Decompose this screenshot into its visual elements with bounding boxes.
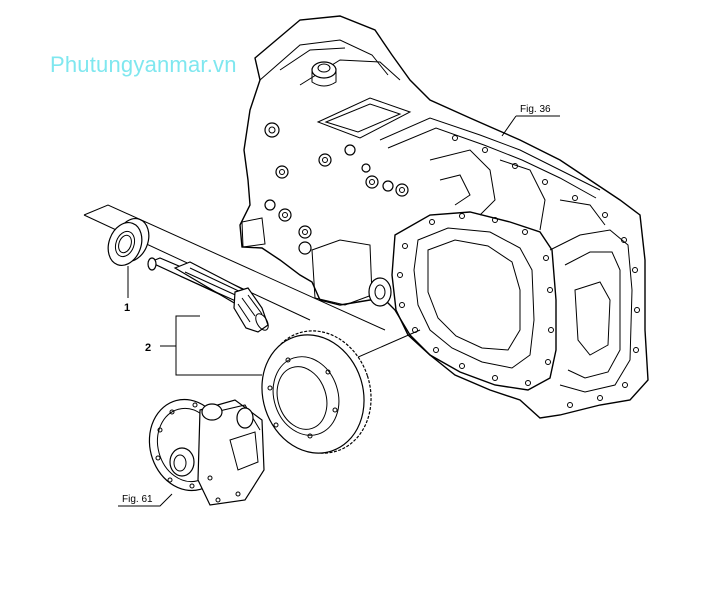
callout-bracket-2 — [160, 315, 262, 376]
flange-bolt-holes — [397, 135, 640, 408]
pinion-shaft-part-2 — [147, 257, 269, 333]
callout-1: 1 — [124, 302, 130, 314]
fig-36-label: Fig. 36 — [520, 104, 551, 115]
fig-61-label: Fig. 61 — [122, 494, 153, 505]
callout-2: 2 — [145, 342, 151, 354]
transmission-housing — [239, 15, 649, 419]
watermark: Phutungyanmar.vn — [50, 52, 237, 77]
fig-61-reference: Fig. 61 — [118, 493, 173, 507]
fig-36-reference: Fig. 36 — [501, 104, 560, 137]
differential-assembly — [148, 398, 265, 506]
ring-gear — [261, 330, 372, 454]
bearing-part-1 — [107, 218, 150, 298]
